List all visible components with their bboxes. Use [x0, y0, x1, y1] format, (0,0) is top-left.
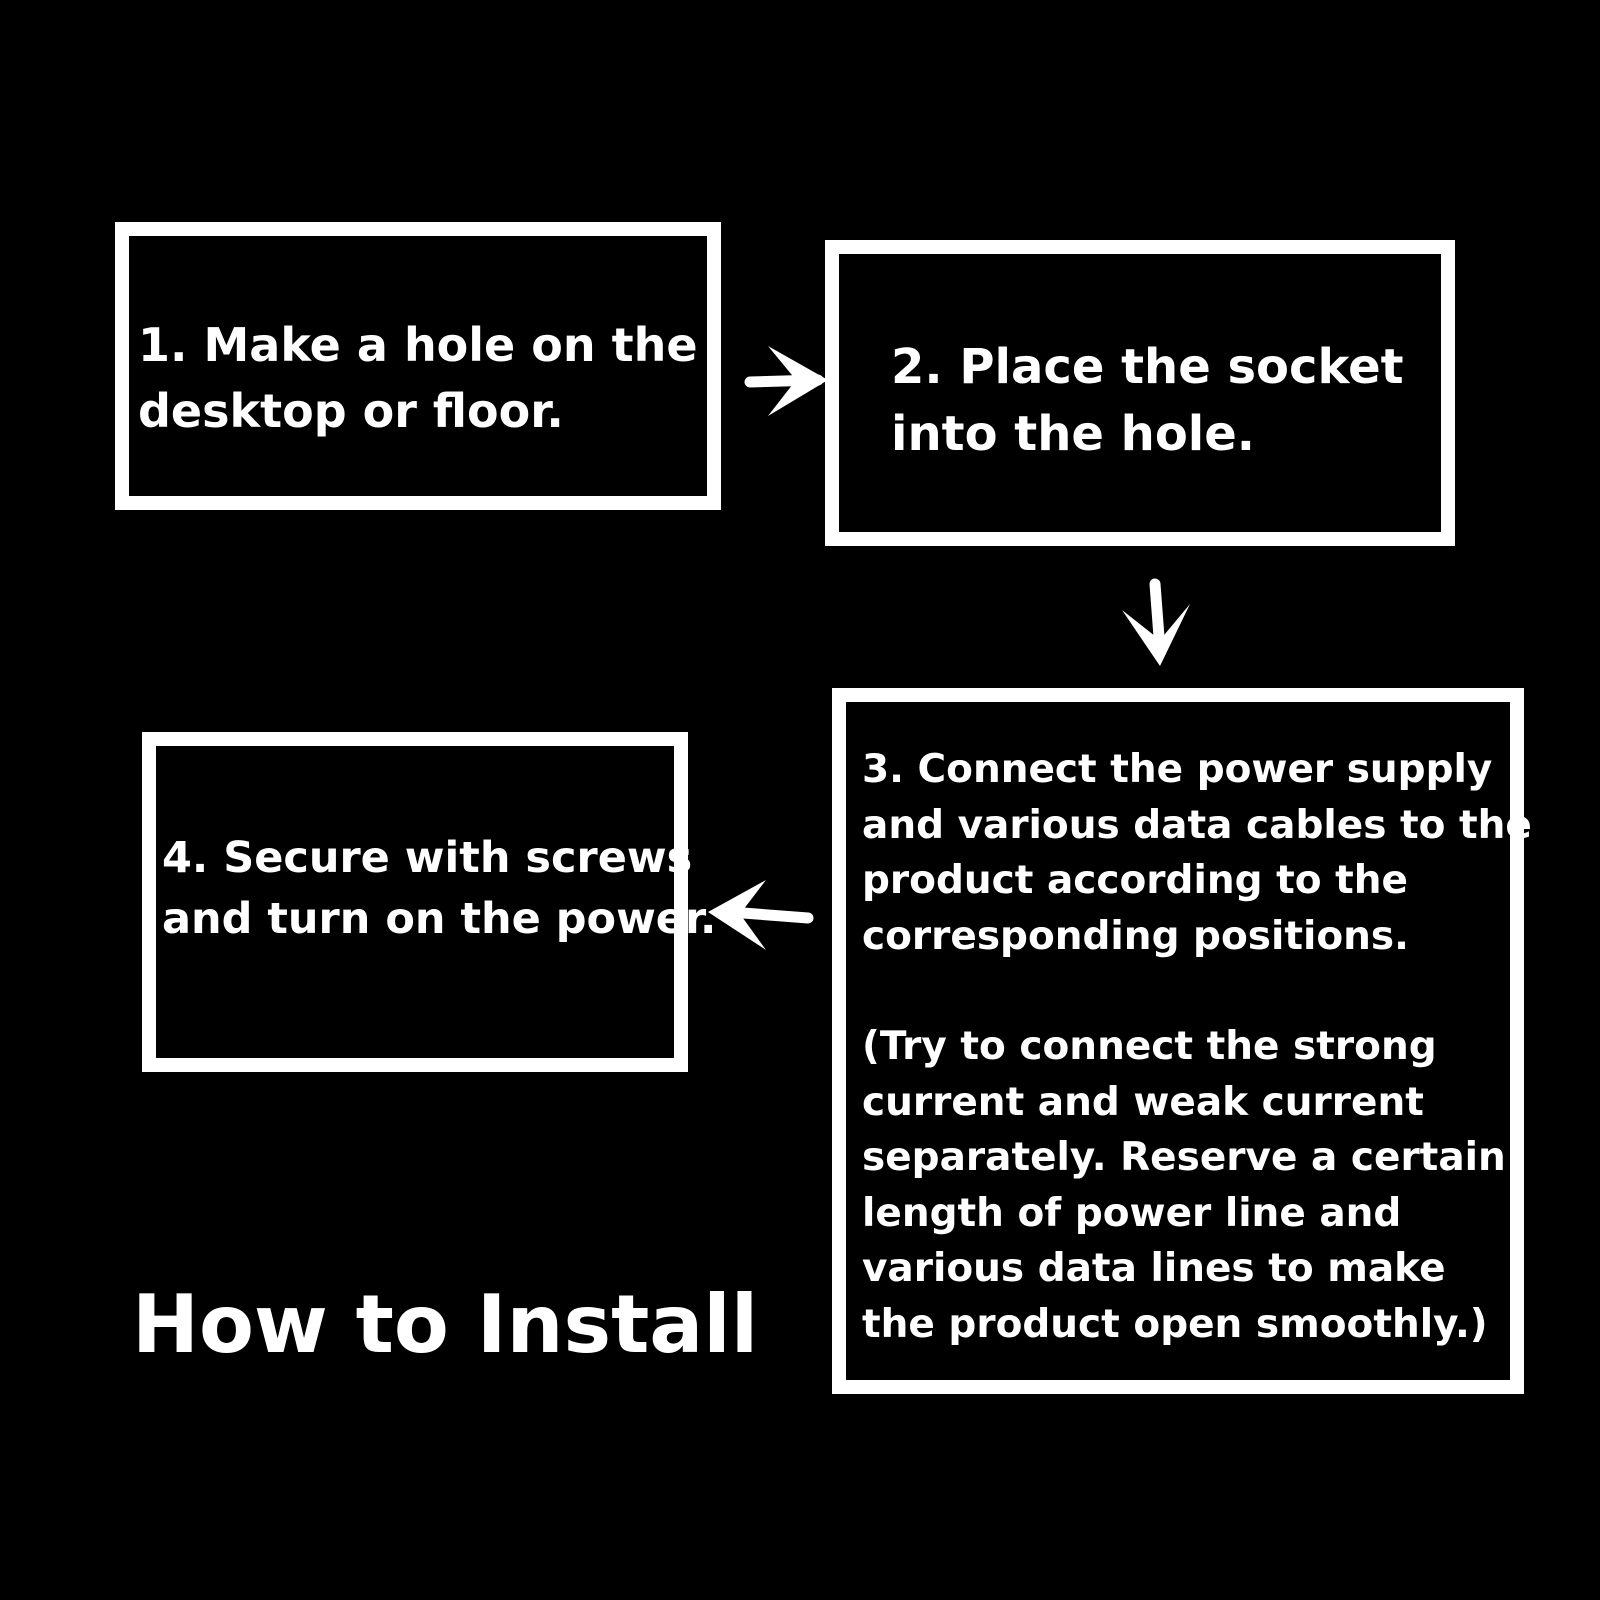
step-2-line: into the hole. — [891, 406, 1256, 462]
step-4-box — [142, 732, 688, 1072]
arrow-right-icon — [744, 346, 828, 416]
step-1-line: 1. Make a hole on the — [138, 318, 698, 372]
step-4-line: and turn on the power. — [162, 894, 717, 944]
arrow-down-icon — [1122, 578, 1190, 666]
step-3-line: 3. Connect the power supply — [862, 747, 1493, 792]
step-1-text: 1. Make a hole on the desktop or floor. — [138, 312, 698, 444]
step-1-line: desktop or floor. — [138, 384, 564, 438]
step-2-text: 2. Place the socket into the hole. — [891, 334, 1404, 468]
step-3-note-line: length of power line and — [862, 1190, 1402, 1236]
step-3-note-line: separately. Reserve a certain — [862, 1135, 1506, 1180]
step-4-text: 4. Secure with screws and turn on the po… — [162, 828, 716, 950]
step-2-line: 2. Place the socket — [891, 339, 1404, 395]
arrow-left-icon — [708, 880, 814, 950]
step-1-box — [115, 222, 721, 510]
step-3-box — [832, 688, 1524, 1394]
step-3-note-line: various data lines to make — [862, 1246, 1446, 1291]
step-3-note-line: current and weak current — [862, 1079, 1424, 1125]
step-3-line: product according to the — [862, 858, 1408, 903]
step-2-box — [825, 240, 1455, 546]
step-4-line: 4. Secure with screws — [162, 833, 693, 883]
step-3-text: 3. Connect the power supply and various … — [862, 742, 1532, 1352]
step-3-line: and various data cables to the — [862, 802, 1532, 848]
page-title: How to Install — [132, 1278, 759, 1371]
step-3-spacer — [862, 964, 1532, 1019]
step-3-note-line: (Try to connect the strong — [862, 1024, 1437, 1069]
step-3-line: corresponding positions. — [862, 913, 1409, 959]
step-3-note-line: the product open smoothly.) — [862, 1301, 1488, 1347]
